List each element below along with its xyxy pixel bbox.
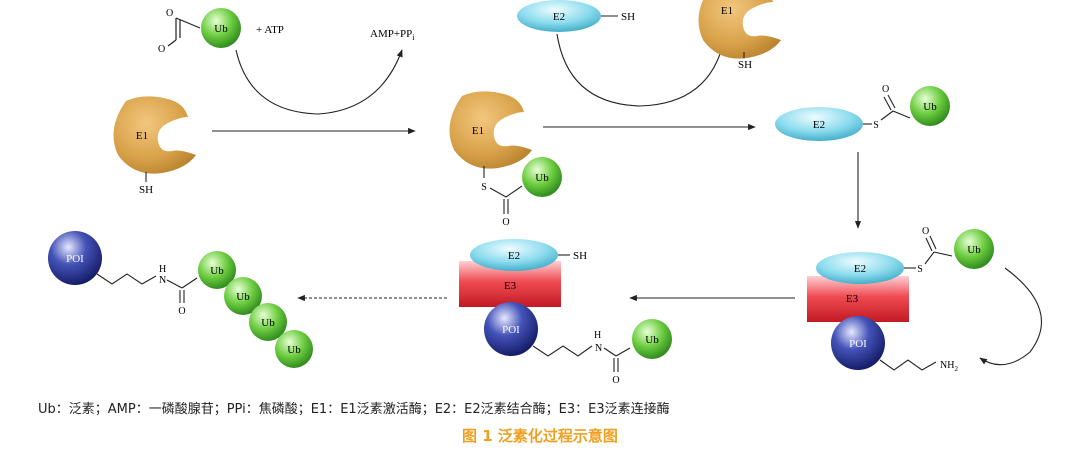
poi-substrate: POI (831, 316, 885, 370)
svg-text:E2: E2 (553, 11, 565, 23)
lysine-chain (96, 273, 157, 285)
amine-label: NH2 (940, 360, 958, 373)
e2-enzyme: E2 (816, 252, 904, 284)
svg-text:E1: E1 (721, 5, 733, 17)
transfer-curve-arrow (556, 33, 726, 107)
atp-label: + ATP (256, 24, 284, 36)
figure-title: 图 1 泛素化过程示意图 (462, 427, 618, 445)
amp-ppi-label: AMP+PPi (370, 28, 415, 42)
ub-sphere: Ub (275, 330, 313, 368)
svg-text:E3: E3 (504, 280, 517, 292)
thiol-label: SH (139, 184, 153, 196)
thiol-label: SH (621, 11, 635, 23)
oxygen-label: O (612, 375, 619, 386)
oxygen-label: O (922, 226, 929, 237)
nitrogen-label: N (159, 275, 166, 286)
figure-legend: Ub：泛素；AMP：一磷酸腺苷；PPi：焦磷酸；E1：E1泛素激活酶；E2：E2… (38, 401, 670, 417)
svg-text:Ub: Ub (645, 334, 659, 346)
ub-carboxyl-group: O O (158, 8, 201, 55)
oxygen-label: O (178, 306, 185, 317)
e1-ub-complex: E1 (449, 91, 532, 169)
oxygen-label: O (502, 217, 509, 228)
svg-text:POI: POI (66, 253, 84, 265)
sulfur-label: S (873, 120, 879, 131)
ub-sphere: Ub (224, 277, 262, 315)
ub-sphere: Ub (249, 303, 287, 341)
svg-text:Ub: Ub (214, 23, 228, 35)
oxygen-label: O (158, 44, 165, 55)
sulfur-label: S (481, 182, 487, 193)
svg-text:E1: E1 (136, 130, 148, 142)
ub-sphere: Ub (954, 229, 994, 269)
lysine-chain (532, 345, 593, 357)
e1-enzyme: E1 (113, 96, 196, 174)
thiol-label: SH (573, 250, 587, 262)
svg-text:E1: E1 (472, 125, 484, 137)
ub-sphere: Ub (522, 157, 562, 197)
ub-sphere: Ub (632, 319, 672, 359)
svg-text:E2: E2 (508, 250, 520, 262)
svg-text:E2: E2 (854, 263, 866, 275)
svg-text:Ub: Ub (287, 344, 301, 356)
hydrogen-label: H (594, 330, 601, 341)
nitrogen-label: N (595, 343, 602, 354)
hydrogen-label: H (159, 264, 166, 275)
poi-substrate: POI (484, 302, 538, 356)
svg-text:POI: POI (849, 338, 867, 350)
sulfur-label: S (917, 264, 923, 275)
ub-sphere: Ub (201, 8, 241, 48)
svg-text:Ub: Ub (261, 317, 275, 329)
svg-text:E2: E2 (813, 119, 825, 131)
poi-substrate: POI (48, 231, 102, 285)
ligation-curve-arrow (979, 267, 1043, 366)
svg-text:E3: E3 (846, 293, 859, 305)
activation-curve-arrow (235, 49, 403, 115)
svg-text:Ub: Ub (210, 265, 224, 277)
oxygen-label: O (166, 8, 173, 19)
e1-enzyme: E1 (698, 0, 781, 59)
svg-text:Ub: Ub (967, 244, 981, 256)
oxygen-label: O (882, 84, 889, 95)
ub-sphere: Ub (198, 251, 236, 289)
svg-text:Ub: Ub (535, 172, 549, 184)
ub-chain: Ub Ub Ub Ub (198, 251, 313, 368)
lysine-chain (879, 359, 937, 371)
e2-enzyme: E2 (470, 239, 558, 271)
thiol-label: SH (738, 59, 752, 71)
svg-text:Ub: Ub (923, 101, 937, 113)
e2-enzyme: E2 (517, 0, 601, 32)
ub-sphere: Ub (910, 86, 950, 126)
svg-text:POI: POI (502, 324, 520, 336)
e2-enzyme: E2 (775, 107, 863, 141)
svg-text:Ub: Ub (236, 291, 250, 303)
